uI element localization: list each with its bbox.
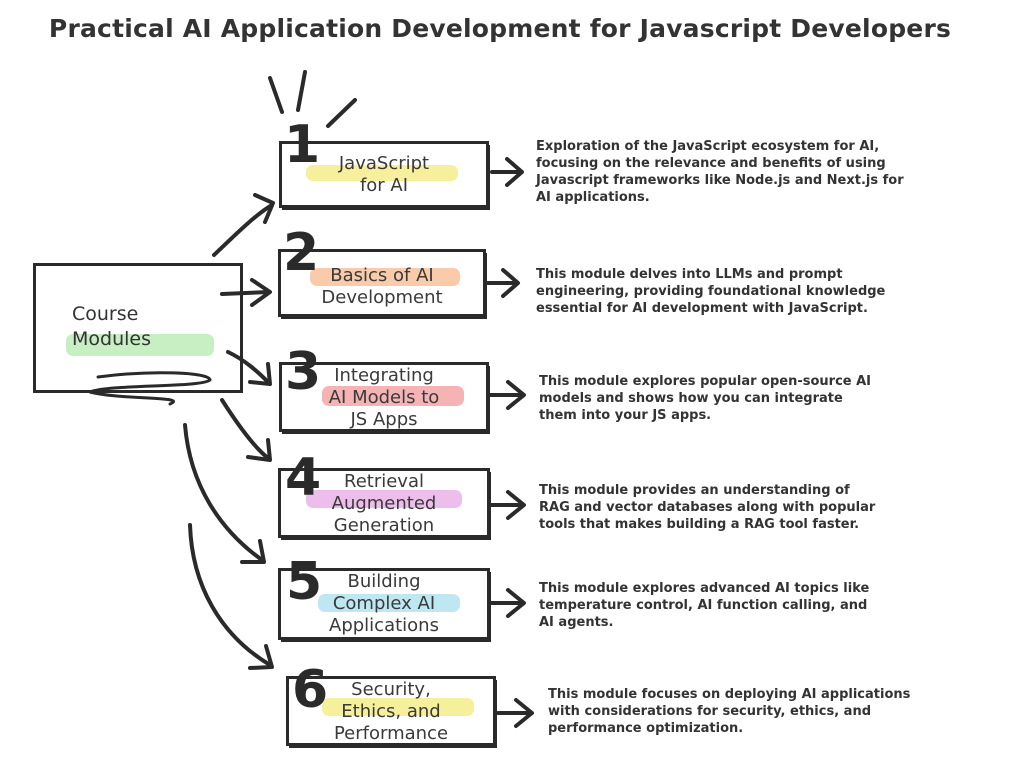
- module-4-box: Retrieval Augmented Generation: [278, 468, 490, 538]
- course-modules-line-2: Modules: [72, 328, 151, 350]
- arrow-to-module-5: [183, 423, 264, 562]
- module-5-line-3: Applications: [329, 615, 439, 636]
- module-4-number: 4: [285, 448, 322, 508]
- arrow-to-module-2: [220, 290, 270, 296]
- module-6-description: This module focuses on deploying AI appl…: [548, 687, 911, 736]
- arrow-to-module-6: [188, 523, 272, 667]
- course-modules-box: [33, 263, 243, 393]
- spark-mark-1: [268, 76, 284, 114]
- scribble-underline: [88, 371, 212, 406]
- module-3-line-3: JS Apps: [350, 409, 418, 430]
- arrow-to-module-4: [220, 398, 270, 460]
- page-title: Practical AI Application Development for…: [48, 14, 952, 43]
- course-modules-line-1: Course: [72, 303, 139, 325]
- module-4-line-2: Augmented: [331, 493, 437, 514]
- spark-mark-3: [326, 98, 357, 128]
- module-3-box: Integrating AI Models to JS Apps: [279, 362, 489, 432]
- module-2-box: Basics of AI Development: [278, 249, 486, 317]
- module-5-line-1: Building: [347, 571, 421, 592]
- module-3-line-1: Integrating: [334, 365, 434, 386]
- module-6-highlight: [322, 698, 474, 716]
- module-1-box: JavaScript for AI: [279, 141, 489, 208]
- module-2-line-1: Basics of AI: [330, 265, 434, 286]
- module-2-description: This module delves into LLMs and prompt …: [536, 267, 886, 316]
- module-4-line-1: Retrieval: [344, 471, 424, 492]
- module-1-number: 1: [284, 115, 321, 175]
- module-3-description: This module explores popular open-source…: [539, 374, 872, 423]
- module-3-highlight: [322, 386, 464, 406]
- module-3-line-2: AI Models to: [328, 387, 440, 408]
- module-5-line-2: Complex AI: [332, 593, 436, 614]
- module-4-highlight: [306, 490, 462, 508]
- spark-mark-2: [296, 70, 307, 112]
- module-5-highlight: [318, 594, 460, 612]
- module-2-number: 2: [283, 223, 320, 283]
- module-1-line-1: JavaScript: [338, 153, 430, 174]
- module-2-highlight: [310, 268, 460, 286]
- arrow-to-module-1: [212, 203, 274, 257]
- module-3-number: 3: [285, 342, 322, 402]
- module-5-number: 5: [286, 552, 323, 612]
- module-6-line-2: Ethics, and: [341, 701, 441, 722]
- module-6-box: Security, Ethics, and Performance: [286, 676, 496, 746]
- module-4-line-3: Generation: [333, 515, 435, 536]
- module-2-line-2: Development: [321, 287, 443, 308]
- module-1-description: Exploration of the JavaScript ecosystem …: [536, 139, 904, 205]
- module-5-box: Building Complex AI Applications: [278, 568, 490, 640]
- module-1-line-2: for AI: [359, 175, 409, 196]
- module-4-description: This module provides an understanding of…: [539, 483, 876, 532]
- arrow-to-module-3: [226, 350, 270, 384]
- module-1-highlight: [306, 165, 458, 181]
- course-modules-label: Course Modules: [72, 302, 151, 352]
- course-modules-highlight: [66, 334, 214, 356]
- module-6-line-1: Security,: [351, 679, 431, 700]
- module-5-description: This module explores advanced AI topics …: [539, 581, 870, 630]
- module-6-number: 6: [292, 660, 329, 720]
- module-6-line-3: Performance: [333, 723, 449, 744]
